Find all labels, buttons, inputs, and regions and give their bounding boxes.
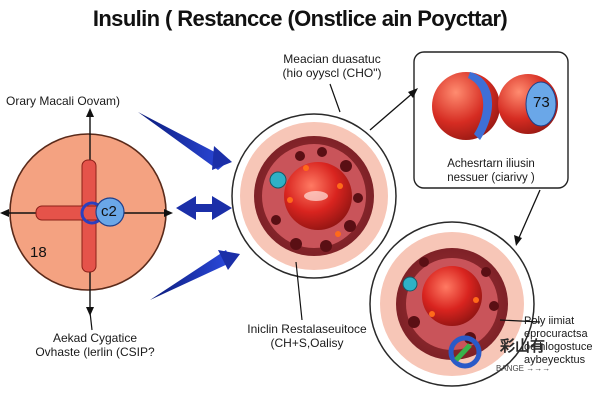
bottom-right-cell xyxy=(369,189,541,387)
bottom-nucleus xyxy=(422,266,482,326)
pointer-lines xyxy=(89,83,541,331)
central-cell xyxy=(231,113,397,279)
bottom-center-label: Iniclin Restalaseuitoce (CH+S,Oalisy xyxy=(232,322,382,350)
arrow-bottom-left xyxy=(150,250,232,300)
left-badge-circle xyxy=(95,197,125,227)
bottom-right-label-line3: oe hlogostuce xyxy=(524,341,593,353)
bottom-center-label-line2: (CH+S,Oalisy xyxy=(270,336,344,350)
bottom-right-label: Poly iimiat eprocuractsa oe hlogostuce a… xyxy=(524,315,593,367)
left-badge-number: c2 xyxy=(101,203,117,220)
top-center-label-line2: (hio oyyscl (CHO") xyxy=(282,66,382,80)
left-bottom-label-line1: Aekad Cygatice xyxy=(52,331,138,345)
top-center-label-line1: Meacian duasatuc xyxy=(283,52,381,66)
right-box-label-line1: Achesrtarn iliusin xyxy=(447,158,535,170)
bottom-right-label-line1: Poly iimiat xyxy=(524,315,575,327)
left-side-number: 18 xyxy=(30,244,47,261)
left-cell xyxy=(0,108,173,316)
watermark-text: 彩山有 xyxy=(500,338,546,355)
left-top-label: Orary Macali Oovam) xyxy=(6,94,121,108)
bottom-right-label-line4: aybeyecktus xyxy=(524,354,586,366)
top-center-label: Meacian duasatuc (hio oyyscl (CHO") xyxy=(262,52,402,80)
right-badge-number: 73 xyxy=(533,94,550,111)
right-box-label: Achesrtarn iliusin nessuer (ciarivy ) xyxy=(420,157,562,185)
bottom-center-label-line1: Iniclin Restalaseuitoce xyxy=(247,322,367,336)
watermark-ring xyxy=(448,335,482,369)
right-box-label-line2: nessuer (ciarivy ) xyxy=(447,172,535,184)
double-arrow xyxy=(176,196,232,220)
arrow-top-left xyxy=(138,112,230,170)
left-bottom-label-line2: Ovhaste (lerlin (CSIP? xyxy=(35,345,155,359)
left-bottom-label: Aekad Cygatice Ovhaste (lerlin (CSIP? xyxy=(20,331,170,359)
central-cyan-dot xyxy=(269,171,287,189)
blue-arrows xyxy=(138,112,240,300)
watermark-subtext: BANGE →→→ xyxy=(496,364,551,373)
bottom-right-label-line2: eprocuractsa xyxy=(524,328,588,340)
diagram-title: Insulin ( Restancce (Onstlice ain Poyctt… xyxy=(92,6,508,31)
top-right-panel xyxy=(369,51,569,189)
